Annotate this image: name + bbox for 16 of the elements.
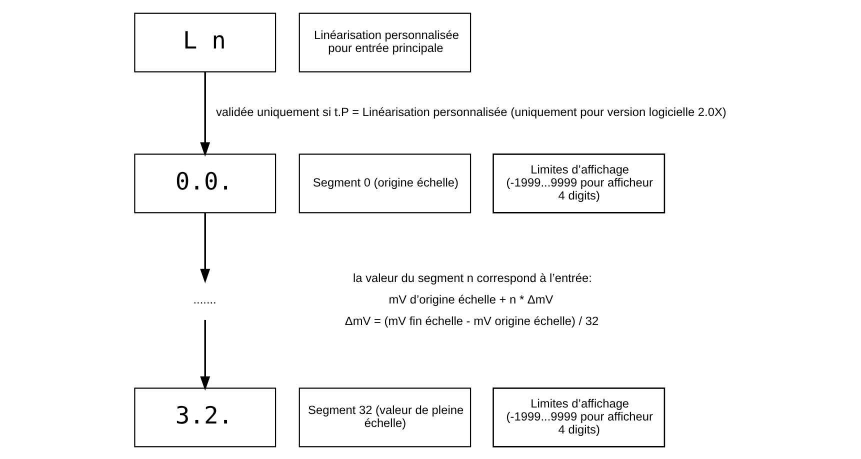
- node-box: Segment 0 (origine échelle): [298, 153, 471, 213]
- edge-label: validée uniquement si t.P = Linéarisation personnalisée (uniquement pour version logicielle 2.0X): [215, 104, 726, 119]
- node-box: Limites d’affichage (-1999...9999 pour afficheur 4 digits): [492, 387, 665, 447]
- node-box: Linéarisation personnalisée pour entrée principale: [298, 12, 471, 72]
- label: la valeur du segment n correspond à l’entrée:: [352, 270, 592, 284]
- arrow: [200, 319, 210, 390]
- arrow: [200, 212, 210, 283]
- node-text: .......: [192, 292, 216, 306]
- arrow: [200, 72, 210, 156]
- node-box: L n: [134, 12, 276, 72]
- label: ΔmV = (mV fin échelle - mV origine échelle) / 32: [344, 314, 598, 328]
- node-box: Segment 32 (valeur de pleine échelle): [298, 387, 471, 447]
- label: mV d’origine échelle + n * ΔmV: [388, 292, 553, 306]
- node-box: 0.0.: [134, 153, 276, 213]
- node-box: Limites d’affichage (-1999...9999 pour afficheur 4 digits): [492, 153, 665, 213]
- node-box: 3.2.: [134, 387, 276, 447]
